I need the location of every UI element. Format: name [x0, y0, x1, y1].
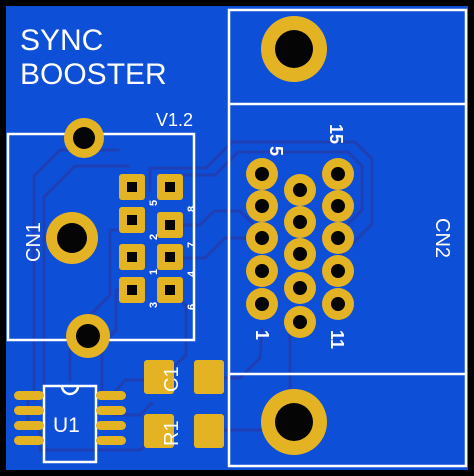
drill-hole [293, 281, 307, 295]
drill-hole [275, 30, 313, 68]
c1-pad-left [144, 360, 174, 394]
drill-hole [255, 297, 269, 311]
u1-pad [14, 436, 44, 445]
cn1-label: CN1 [23, 222, 45, 262]
passive-pads [144, 360, 224, 448]
cn1-pins [119, 174, 183, 303]
u1-pad [96, 436, 126, 445]
u1-pad [14, 406, 44, 415]
drill-hole [331, 199, 345, 213]
drill-hole [331, 264, 345, 278]
cn2-mount-pads [261, 16, 327, 455]
r1-label: R1 [161, 420, 183, 446]
board-version: V1.2 [156, 110, 193, 130]
cn2-pin-drills [255, 167, 345, 329]
u1-pad [14, 391, 44, 400]
drill-hole [255, 264, 269, 278]
u1-label: U1 [53, 414, 80, 437]
trace [168, 209, 264, 235]
c1-pad-right [194, 360, 224, 394]
drill-hole [127, 252, 137, 262]
cn1-pin-number: 4 [186, 270, 198, 277]
cn1-pin-number: 2 [148, 234, 160, 240]
cn1-pin-number: 3 [148, 302, 160, 308]
u1-pad [14, 421, 44, 430]
drill-hole [331, 167, 345, 181]
board-title-line2: BOOSTER [20, 58, 167, 91]
drill-hole [293, 247, 307, 261]
drill-hole [255, 199, 269, 213]
drill-hole [165, 182, 175, 192]
u1-pad [96, 391, 126, 400]
trace [42, 164, 130, 397]
trace [148, 140, 374, 260]
cn2-pin-label-1: 1 [252, 330, 272, 340]
cn1-pin-number: 8 [186, 206, 198, 212]
drill-hole [293, 183, 307, 197]
drill-hole [127, 182, 137, 192]
drill-hole [165, 285, 175, 295]
trace [112, 401, 154, 417]
cn2-outline [227, 8, 468, 468]
u1-pads [14, 391, 126, 445]
cn2-pin-label-5: 5 [266, 146, 286, 156]
board-title-line1: SYNC [20, 24, 103, 57]
drill-hole [165, 220, 175, 230]
u1-pad [96, 421, 126, 430]
drill-hole [73, 127, 95, 149]
u1-notch [60, 385, 80, 396]
c1-label: C1 [161, 366, 183, 392]
drill-hole [293, 215, 307, 229]
cn1-pin-number: 6 [186, 304, 198, 310]
drill-hole [255, 167, 269, 181]
r1-pad-left [144, 414, 174, 448]
drill-hole [127, 285, 137, 295]
cn1-mount-pads [46, 118, 110, 358]
drill-hole [255, 231, 269, 245]
u1-outline [42, 384, 98, 464]
drill-hole [331, 231, 345, 245]
cn2-label: CN2 [431, 218, 453, 258]
drill-hole [165, 252, 175, 262]
drill-hole [331, 297, 345, 311]
cn1-pin-number: 1 [148, 269, 160, 275]
drill-hole [57, 223, 87, 253]
cn2-pin-label-11: 11 [327, 330, 347, 349]
cn1-pin-number: 7 [186, 242, 198, 248]
cn2-pin-label-15: 15 [326, 124, 346, 144]
r1-pad-right [194, 414, 224, 448]
drill-hole [76, 324, 100, 348]
drill-hole [275, 403, 313, 441]
drill-hole [127, 215, 137, 225]
trace [208, 328, 264, 380]
cn1-pin-number: 5 [148, 200, 160, 206]
drill-hole [293, 315, 307, 329]
u1-pad [96, 406, 126, 415]
